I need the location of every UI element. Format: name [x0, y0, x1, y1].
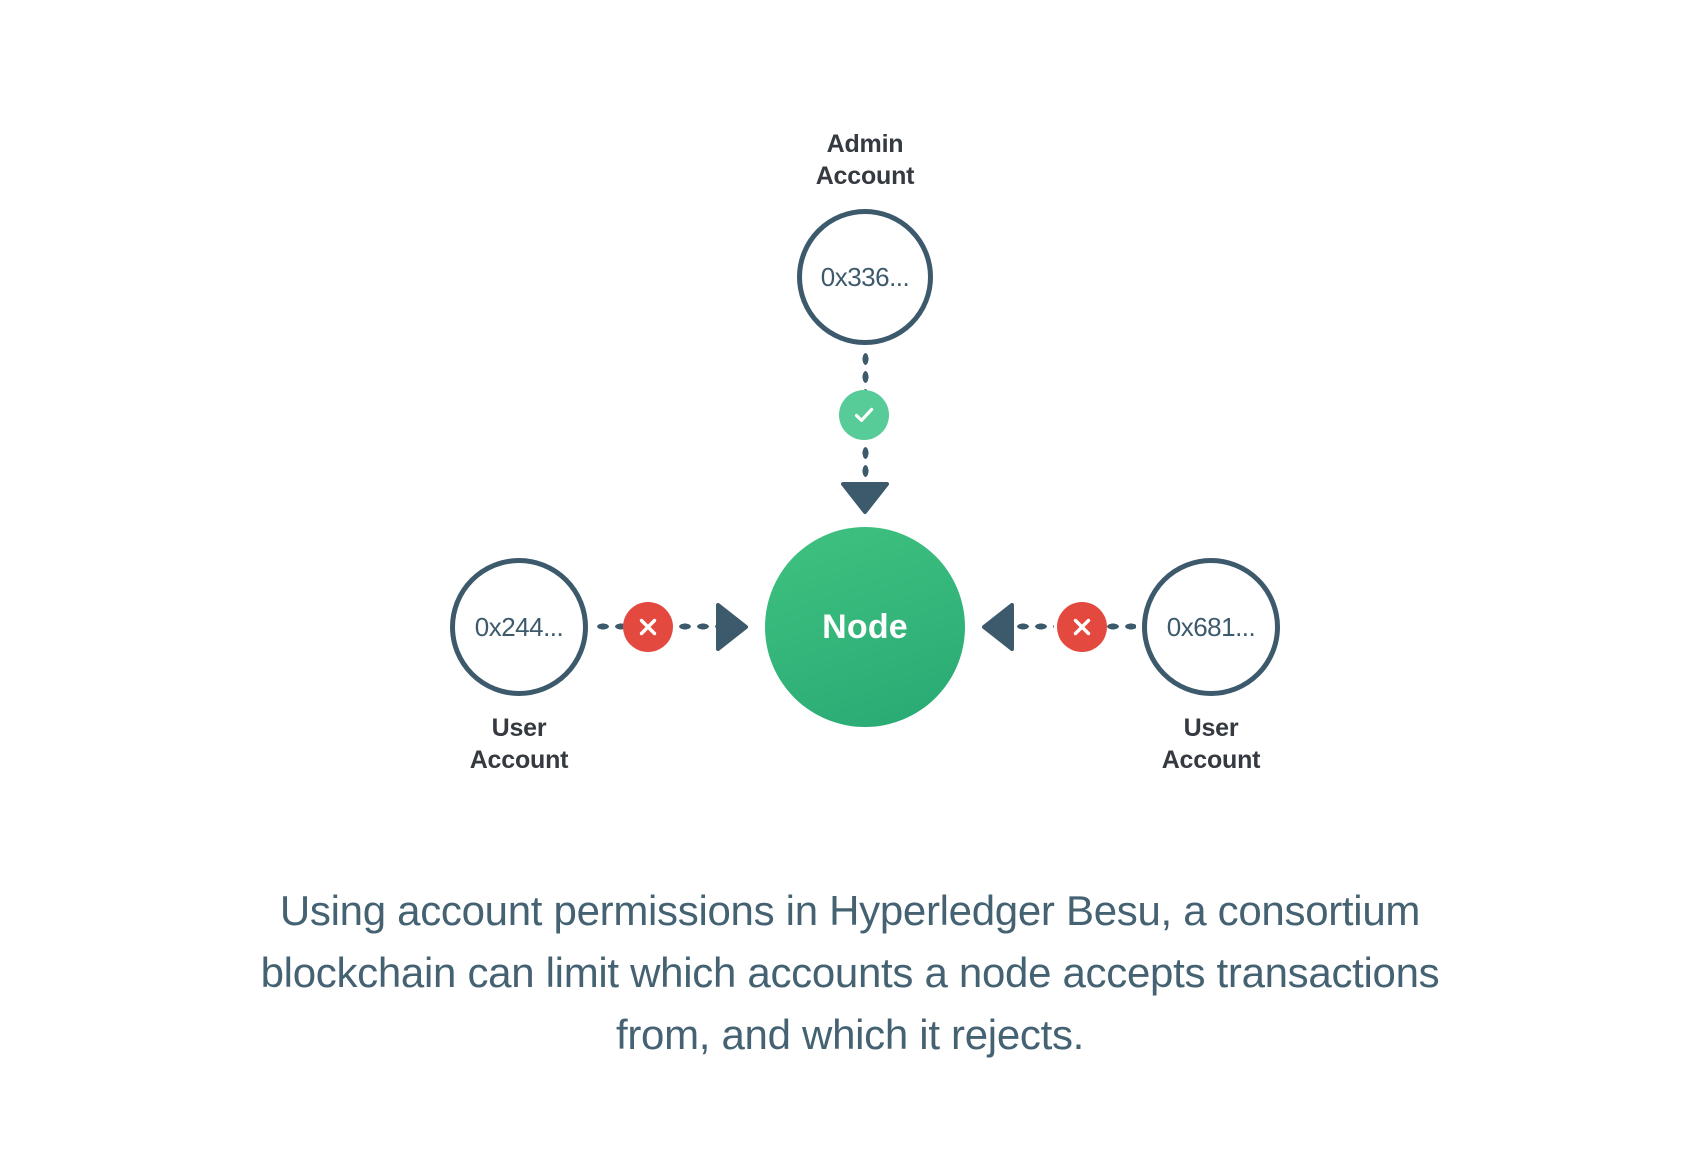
node-circle[interactable]: Node [765, 527, 965, 727]
permissions-diagram: Admin Account 0x336... Node 0x244... Use… [450, 130, 1280, 774]
arrowhead-right-icon [716, 603, 748, 651]
deny-status-badge-right[interactable] [1057, 602, 1107, 652]
connector-left-account-to-deny [594, 622, 626, 631]
admin-account-address: 0x336... [820, 262, 910, 292]
user-account-right-label: User Account [1161, 714, 1261, 774]
admin-account-circle[interactable]: 0x336... [797, 209, 933, 345]
connector-deny-to-node-left [676, 622, 716, 631]
x-icon [639, 618, 657, 636]
connector-admin-to-check [861, 350, 870, 398]
user-account-right-address: 0x681... [1166, 612, 1256, 642]
connector-check-to-node [861, 444, 870, 486]
node-label: Node [822, 607, 908, 646]
caption-text: Using account permissions in Hyperledger… [260, 887, 1440, 1058]
arrowhead-left-icon [982, 603, 1014, 651]
x-icon [1073, 618, 1091, 636]
deny-status-badge-left[interactable] [623, 602, 673, 652]
user-account-right-circle[interactable]: 0x681... [1142, 558, 1280, 696]
user-account-left-address: 0x244... [474, 612, 564, 642]
admin-account-label: Admin Account [815, 130, 915, 190]
allow-status-badge[interactable] [839, 390, 889, 440]
user-account-left-label: User Account [469, 714, 569, 774]
check-icon [854, 407, 874, 422]
user-account-left-circle[interactable]: 0x244... [450, 558, 588, 696]
connector-right-account-to-deny [1104, 622, 1136, 631]
connector-deny-to-node-right [1014, 622, 1054, 631]
arrowhead-down-icon [841, 482, 889, 514]
